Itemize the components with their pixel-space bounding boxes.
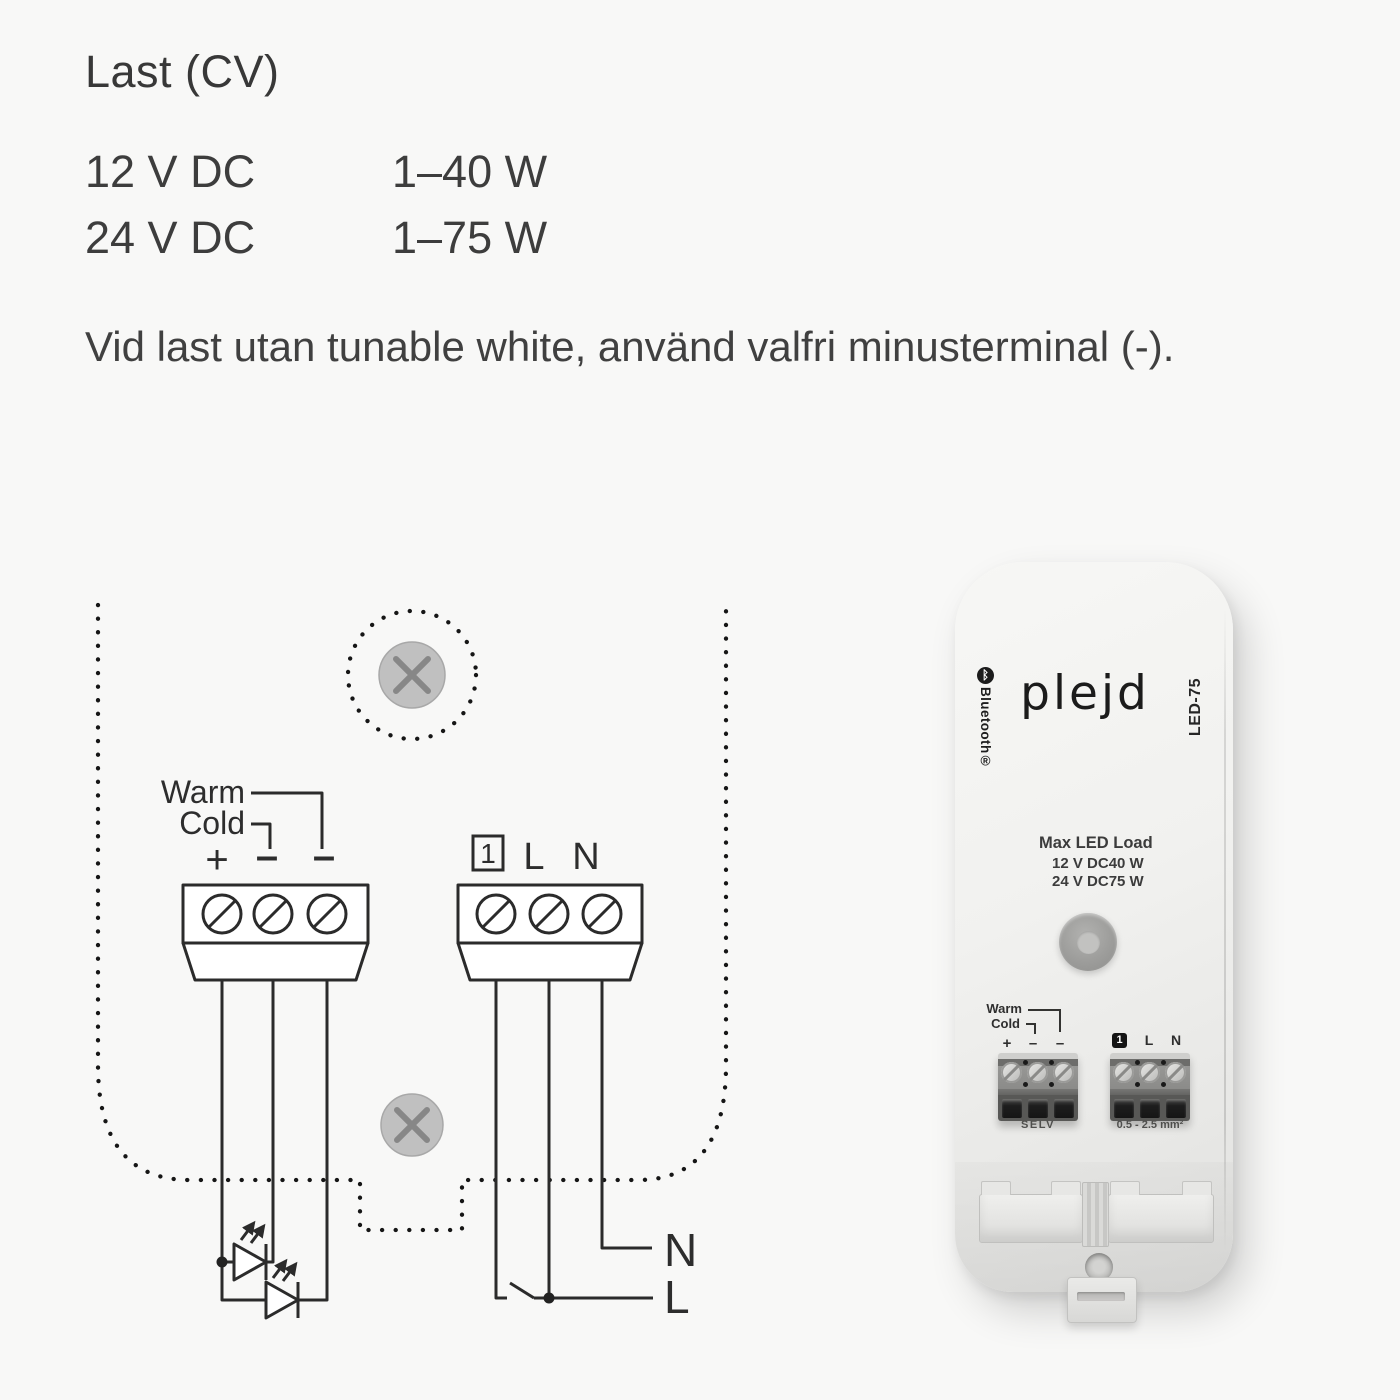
spec-power: 1–75 W xyxy=(392,212,548,263)
minus-label-1: – xyxy=(256,834,278,878)
release-hole xyxy=(1161,1082,1166,1087)
screw-icon xyxy=(1001,1062,1022,1083)
wire-entry xyxy=(1028,1099,1048,1118)
clip-tab xyxy=(1182,1181,1212,1195)
screw-icon xyxy=(1053,1062,1074,1083)
clip-tab xyxy=(981,1181,1011,1195)
wire-neutral xyxy=(600,980,652,1250)
bluetooth-icon: ᛒ xyxy=(977,667,994,684)
print-warm-leader xyxy=(1059,1009,1061,1032)
spec-voltage: 24 V DC xyxy=(85,212,256,263)
spec-row-24v: 24 V DC 1–75 W xyxy=(85,212,547,264)
load-power: 75 W xyxy=(1108,872,1144,890)
screw-icon xyxy=(1139,1062,1160,1083)
wire-live xyxy=(534,980,653,1300)
bluetooth-label: Bluetooth® xyxy=(978,687,993,769)
mounting-hole xyxy=(1085,1253,1113,1281)
screw-icon xyxy=(1113,1062,1134,1083)
wire-warm-minus xyxy=(298,980,329,1302)
load-row-12v: 12 V DC 40 W xyxy=(1052,855,1144,872)
mains-input-terminal xyxy=(1110,1053,1190,1121)
wire-entry xyxy=(1114,1099,1134,1118)
print-channel-1-badge: 1 xyxy=(1112,1033,1127,1048)
wire-entry xyxy=(1166,1099,1186,1118)
channel-1-box xyxy=(471,834,505,872)
mounting-clip-right xyxy=(1108,1181,1214,1243)
led-icon-1 xyxy=(232,1220,268,1282)
fixture-boundary-dotted xyxy=(95,602,729,1233)
note-text: Vid last utan tunable white, använd valf… xyxy=(85,323,1175,370)
minus-label-2: – xyxy=(313,834,335,878)
channel-1-label: 1 xyxy=(480,838,496,869)
wire-plus xyxy=(220,980,266,1302)
release-hole xyxy=(1049,1060,1054,1065)
selv-label: SELV xyxy=(1021,1119,1055,1131)
cold-leader-line xyxy=(251,822,272,849)
wire-range-label: 0.5 - 2.5 mm² xyxy=(1116,1119,1184,1131)
print-l-label: L xyxy=(1144,1032,1154,1048)
lamp-icon-top xyxy=(378,641,446,709)
print-minus-label-1: – xyxy=(1028,1035,1038,1052)
mains-terminal-block xyxy=(456,883,644,982)
lamp-icon-bottom xyxy=(380,1093,444,1157)
print-warm-leader xyxy=(1028,1009,1061,1011)
wire-entry xyxy=(1054,1099,1074,1118)
release-hole xyxy=(1049,1082,1054,1087)
terminal-l-label: L xyxy=(523,836,544,878)
neutral-wire-label: N xyxy=(664,1224,697,1276)
print-plus-label: + xyxy=(1002,1035,1012,1052)
spec-voltage: 12 V DC xyxy=(85,146,256,197)
live-wire-label: L xyxy=(664,1271,690,1323)
led-icon-2 xyxy=(264,1258,300,1320)
load-voltage: 24 V DC xyxy=(1052,872,1109,890)
bottom-mounting-tab xyxy=(1067,1277,1137,1323)
wire-entry xyxy=(1002,1099,1022,1118)
mounting-clip-left xyxy=(979,1181,1083,1243)
max-led-load-print: Max LED Load 12 V DC 40 W 24 V DC 75 W xyxy=(1039,834,1153,890)
print-cold-leader xyxy=(1034,1023,1036,1034)
wire-entry xyxy=(1140,1099,1160,1118)
release-hole xyxy=(1135,1060,1140,1065)
wire-channel-1 xyxy=(494,980,507,1300)
mounting-center-rail xyxy=(1082,1182,1109,1247)
junction-dot-live xyxy=(543,1292,555,1304)
release-hole xyxy=(1161,1060,1166,1065)
device-photo: ᛒ Bluetooth® plejd LED-75 Max LED Load 1… xyxy=(955,562,1233,1323)
terminal-n-label: N xyxy=(572,836,599,878)
release-hole xyxy=(1135,1082,1140,1087)
release-hole xyxy=(1023,1082,1028,1087)
page-title: Last (CV) xyxy=(85,46,280,97)
warm-leader-line xyxy=(251,791,324,849)
print-warm-label: Warm xyxy=(986,1001,1022,1016)
cold-label: Cold xyxy=(179,805,245,841)
max-led-load-title: Max LED Load xyxy=(1039,834,1153,852)
print-cold-leader xyxy=(1026,1023,1036,1025)
device-button xyxy=(1059,913,1117,971)
junction-dot-led xyxy=(216,1256,228,1268)
wire-cold-minus xyxy=(266,980,275,1264)
spec-power: 1–40 W xyxy=(392,146,548,197)
load-row-24v: 24 V DC 75 W xyxy=(1052,872,1144,890)
print-n-label: N xyxy=(1170,1032,1182,1048)
lamp-dotted-circle xyxy=(345,608,479,742)
print-minus-label-2: – xyxy=(1055,1035,1065,1052)
wiring-diagram: Warm Cold + – – 1 L N N L xyxy=(95,602,729,1323)
switch-blade xyxy=(509,1281,535,1300)
print-cold-label: Cold xyxy=(991,1016,1020,1031)
bluetooth-mark: ᛒ Bluetooth® xyxy=(976,667,995,769)
release-hole xyxy=(1023,1060,1028,1065)
led-output-terminal xyxy=(998,1053,1078,1121)
plus-label: + xyxy=(205,838,228,882)
model-label: LED-75 xyxy=(1187,677,1204,737)
clip-tab xyxy=(1051,1181,1081,1195)
led-terminal-block xyxy=(181,883,370,982)
brand-logo: plejd xyxy=(1020,666,1150,721)
load-voltage: 12 V DC xyxy=(1052,855,1109,872)
screw-icon xyxy=(1165,1062,1186,1083)
spec-row-12v: 12 V DC 1–40 W xyxy=(85,146,547,198)
load-power: 40 W xyxy=(1108,855,1144,872)
screw-icon xyxy=(1027,1062,1048,1083)
warm-label: Warm xyxy=(161,774,245,810)
clip-tab xyxy=(1110,1181,1140,1195)
